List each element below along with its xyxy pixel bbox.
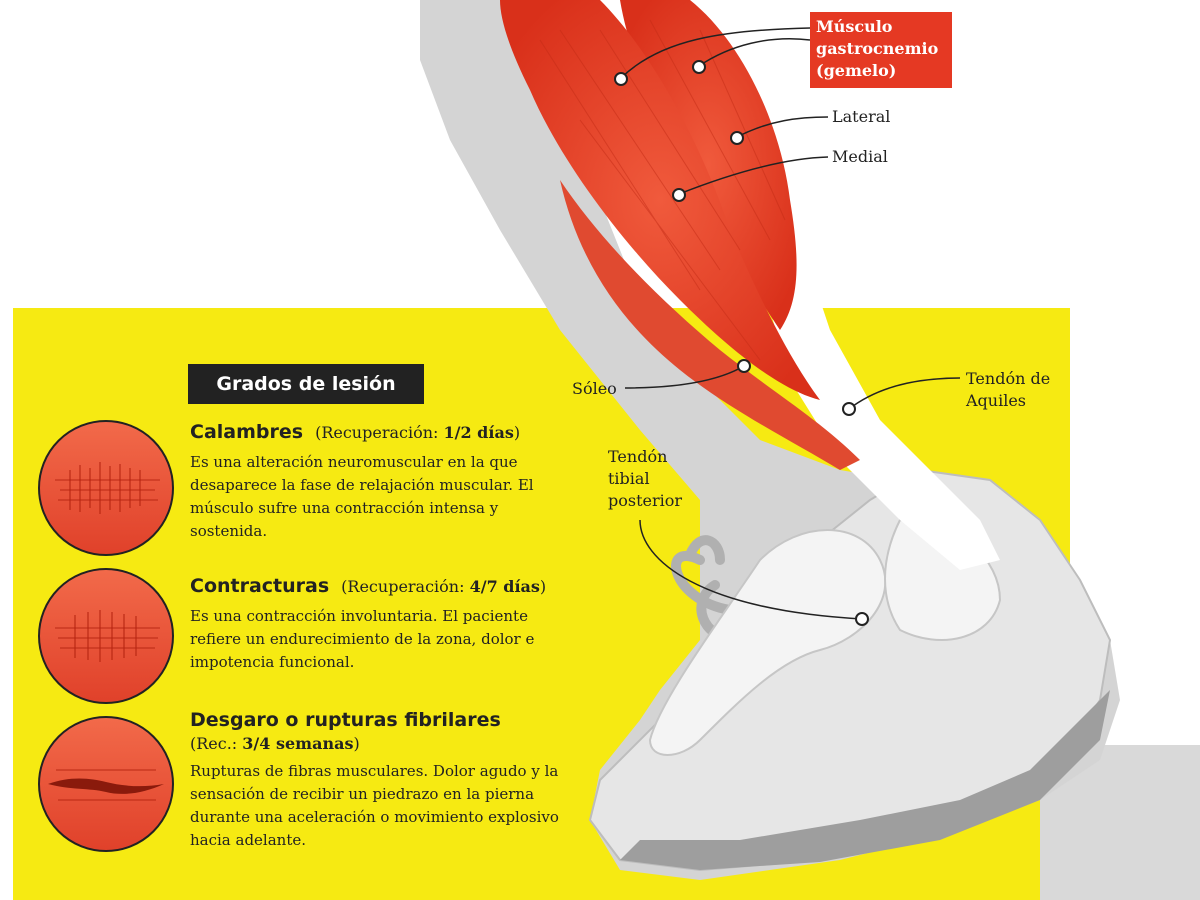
achilles-tendon — [760, 240, 1000, 570]
lateral-label: Lateral — [832, 107, 891, 126]
leader-lateral — [736, 116, 829, 138]
pointer-dot — [855, 612, 869, 626]
injury-grades-title: Grados de lesión — [188, 364, 424, 404]
leader-soleo — [624, 365, 745, 389]
cramp-illustration — [38, 420, 174, 556]
grade-name: Desgaro o rupturas fibrilares — [190, 709, 501, 731]
leader-aquiles — [848, 377, 961, 410]
leader-muscle-2 — [698, 37, 811, 67]
leader-tibial — [639, 519, 863, 620]
grade-description: Es una alteración neuromuscular en la qu… — [190, 453, 534, 540]
pointer-dot — [842, 402, 856, 416]
foot-bones — [648, 529, 887, 756]
grade-heading: Desgaro o rupturas fibrilares — [190, 708, 610, 732]
shoe-sole — [620, 690, 1110, 870]
shoe — [588, 468, 1112, 872]
grade-name: Calambres — [190, 421, 304, 443]
soleus-muscle — [560, 180, 860, 470]
grade-description: Rupturas de fibras musculares. Dolor agu… — [190, 762, 559, 849]
grade-name: Contracturas — [190, 575, 330, 597]
medial-label: Medial — [832, 147, 888, 166]
grade-contractures: Contracturas (Recuperación: 4/7 días) Es … — [190, 574, 610, 674]
tibial-tendon-label: Tendón tibial posterior — [608, 447, 683, 510]
gastrocnemius-lateral — [620, 0, 797, 330]
fiber-rupture-illustration — [38, 716, 174, 852]
grade-cramps: Calambres (Recuperación: 1/2 días) Es una… — [190, 420, 610, 543]
grade-heading: Calambres (Recuperación: 1/2 días) — [190, 420, 610, 445]
grade-recovery: (Recuperación: 1/2 días) — [315, 423, 521, 442]
gastrocnemius-medial — [500, 0, 820, 400]
grade-recovery: (Rec.: 3/4 semanas) — [190, 734, 360, 753]
contracture-illustration — [38, 568, 174, 704]
pointer-dot — [614, 72, 628, 86]
pointer-dot — [730, 131, 744, 145]
grade-heading: Contracturas (Recuperación: 4/7 días) — [190, 574, 610, 599]
grade-recovery: (Recuperación: 4/7 días) — [341, 577, 547, 596]
achilles-label: Tendón de Aquiles — [966, 369, 1051, 410]
pointer-dot — [737, 359, 751, 373]
muscle-fibers — [539, 19, 786, 361]
leader-muscle-1 — [620, 27, 811, 79]
soleus-label: Sóleo — [572, 379, 617, 398]
pointer-dot — [692, 60, 706, 74]
leader-medial — [678, 156, 829, 195]
pointer-dot — [672, 188, 686, 202]
gastrocnemius-label: Músculo gastrocnemio (gemelo) — [810, 12, 952, 88]
grade-fiber-ruptures: Desgaro o rupturas fibrilares (Rec.: 3/4… — [190, 708, 610, 852]
grade-description: Es una contracción involuntaria. El paci… — [190, 607, 535, 671]
